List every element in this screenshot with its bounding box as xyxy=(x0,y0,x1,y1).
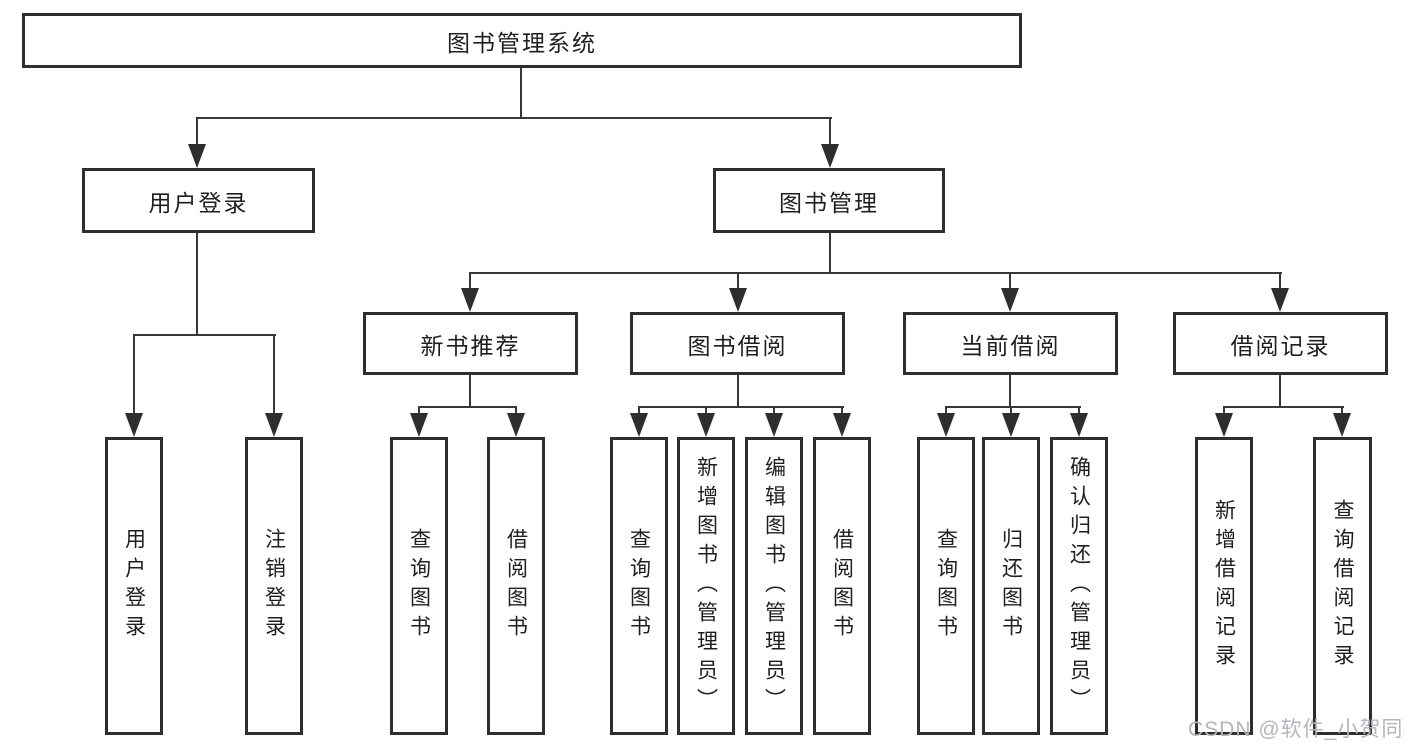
arrowhead-leaf-login xyxy=(125,413,143,437)
leaf-borrow-borrow-label: 借阅图书 xyxy=(830,528,854,644)
arrowhead-leaf-logout xyxy=(265,413,283,437)
leaf-user-login: 用户登录 xyxy=(105,437,163,735)
connector-leaf-login-stub xyxy=(133,334,135,414)
arrowhead-bb-query xyxy=(630,413,648,437)
connector-cb-confirm-stub xyxy=(1078,406,1080,415)
leaf-current-query-label: 查询图书 xyxy=(934,528,958,644)
leaf-borrow-add-admin: 新增图书（管理员） xyxy=(677,437,735,735)
connector-book-borrow-bar xyxy=(638,406,844,408)
arrowhead-cb-return xyxy=(1002,413,1020,437)
arrowhead-br-query xyxy=(1333,413,1351,437)
leaf-records-add-label: 新增借阅记录 xyxy=(1212,499,1236,673)
arrowhead-current-borrow xyxy=(1001,288,1019,312)
arrowhead-br-add xyxy=(1215,413,1233,437)
leaf-logout: 注销登录 xyxy=(245,437,303,735)
connector-bb-borrow-stub xyxy=(841,406,843,415)
connector-book-borrow-down xyxy=(737,375,739,408)
connector-borrow-records-stub xyxy=(1279,272,1281,290)
node-new-book-recommend-label: 新书推荐 xyxy=(420,332,521,359)
node-current-borrowing: 当前借阅 xyxy=(903,312,1118,375)
connector-current-borrow-stub xyxy=(1009,272,1011,290)
connector-current-borrow-bar xyxy=(945,406,1081,408)
connector-user-login-bar xyxy=(133,334,276,336)
connector-book-mgmt-stub xyxy=(829,117,831,146)
arrowhead-bb-borrow xyxy=(833,413,851,437)
node-book-borrowing-label: 图书借阅 xyxy=(687,332,788,359)
arrowhead-borrow-records xyxy=(1271,288,1289,312)
leaf-borrow-edit-admin: 编辑图书（管理员） xyxy=(745,437,803,735)
node-new-book-recommend: 新书推荐 xyxy=(363,312,578,375)
leaf-borrow-query: 查询图书 xyxy=(610,437,668,735)
leaf-records-add: 新增借阅记录 xyxy=(1195,437,1253,735)
connector-nb-query-stub xyxy=(418,406,420,415)
connector-level3-bar xyxy=(469,272,1282,274)
leaf-current-confirm-admin: 确认归还（管理员） xyxy=(1050,437,1108,735)
node-borrowing-records-label: 借阅记录 xyxy=(1230,332,1331,359)
connector-bb-add-stub xyxy=(705,406,707,415)
arrowhead-cb-confirm xyxy=(1070,413,1088,437)
connector-new-books-down xyxy=(469,375,471,408)
csdn-watermark: CSDN @软件_小贺同学 xyxy=(1188,718,1405,741)
connector-user-login-stub xyxy=(196,117,198,146)
leaf-user-login-label: 用户登录 xyxy=(122,528,146,644)
leaf-new-books-borrow: 借阅图书 xyxy=(487,437,545,735)
arrowhead-bb-add xyxy=(697,413,715,437)
arrowhead-new-books xyxy=(461,288,479,312)
node-book-borrowing: 图书借阅 xyxy=(630,312,845,375)
connector-borrow-records-down xyxy=(1279,375,1281,408)
leaf-borrow-query-label: 查询图书 xyxy=(627,528,651,644)
connector-bb-edit-stub xyxy=(773,406,775,415)
arrowhead-book-borrow xyxy=(729,288,747,312)
connector-br-add-stub xyxy=(1223,406,1225,415)
node-current-borrowing-label: 当前借阅 xyxy=(960,332,1061,359)
leaf-new-books-query: 查询图书 xyxy=(390,437,448,735)
connector-borrow-records-bar xyxy=(1223,406,1344,408)
node-root: 图书管理系统 xyxy=(22,13,1022,68)
arrowhead-nb-borrow xyxy=(507,413,525,437)
arrowhead-user-login xyxy=(188,144,206,168)
connector-cb-return-stub xyxy=(1010,406,1012,415)
leaf-current-return: 归还图书 xyxy=(982,437,1040,735)
arrowhead-nb-query xyxy=(410,413,428,437)
leaf-new-books-query-label: 查询图书 xyxy=(407,528,431,644)
connector-br-query-stub xyxy=(1341,406,1343,415)
leaf-current-confirm-admin-label: 确认归还（管理员） xyxy=(1067,455,1091,717)
leaf-records-query: 查询借阅记录 xyxy=(1313,437,1372,735)
connector-nb-borrow-stub xyxy=(515,406,517,415)
connector-new-books-bar xyxy=(418,406,517,408)
arrowhead-cb-query xyxy=(937,413,955,437)
connector-leaf-logout-stub xyxy=(273,334,275,414)
connector-bb-query-stub xyxy=(638,406,640,415)
leaf-logout-label: 注销登录 xyxy=(262,528,286,644)
connector-book-mgmt-down xyxy=(829,233,831,274)
connector-book-borrow-stub xyxy=(737,272,739,290)
connector-current-borrow-down xyxy=(1009,375,1011,408)
node-root-label: 图书管理系统 xyxy=(447,29,597,56)
node-borrowing-records: 借阅记录 xyxy=(1173,312,1388,375)
connector-root-stem xyxy=(520,68,522,118)
leaf-current-return-label: 归还图书 xyxy=(999,528,1023,644)
node-book-management: 图书管理 xyxy=(713,168,945,233)
connector-new-books-stub xyxy=(469,272,471,290)
leaf-records-query-label: 查询借阅记录 xyxy=(1331,499,1354,673)
connector-cb-query-stub xyxy=(945,406,947,415)
leaf-borrow-edit-admin-label: 编辑图书（管理员） xyxy=(762,455,786,717)
connector-user-login-down xyxy=(196,233,198,335)
leaf-current-query: 查询图书 xyxy=(917,437,975,735)
arrowhead-bb-edit xyxy=(765,413,783,437)
leaf-new-books-borrow-label: 借阅图书 xyxy=(504,528,528,644)
node-user-login-label: 用户登录 xyxy=(148,189,249,216)
connector-level2-bar xyxy=(196,117,832,119)
node-book-management-label: 图书管理 xyxy=(779,189,879,216)
leaf-borrow-add-admin-label: 新增图书（管理员） xyxy=(694,455,718,717)
node-user-login: 用户登录 xyxy=(82,168,315,233)
arrowhead-book-mgmt xyxy=(821,144,839,168)
leaf-borrow-borrow: 借阅图书 xyxy=(813,437,871,735)
